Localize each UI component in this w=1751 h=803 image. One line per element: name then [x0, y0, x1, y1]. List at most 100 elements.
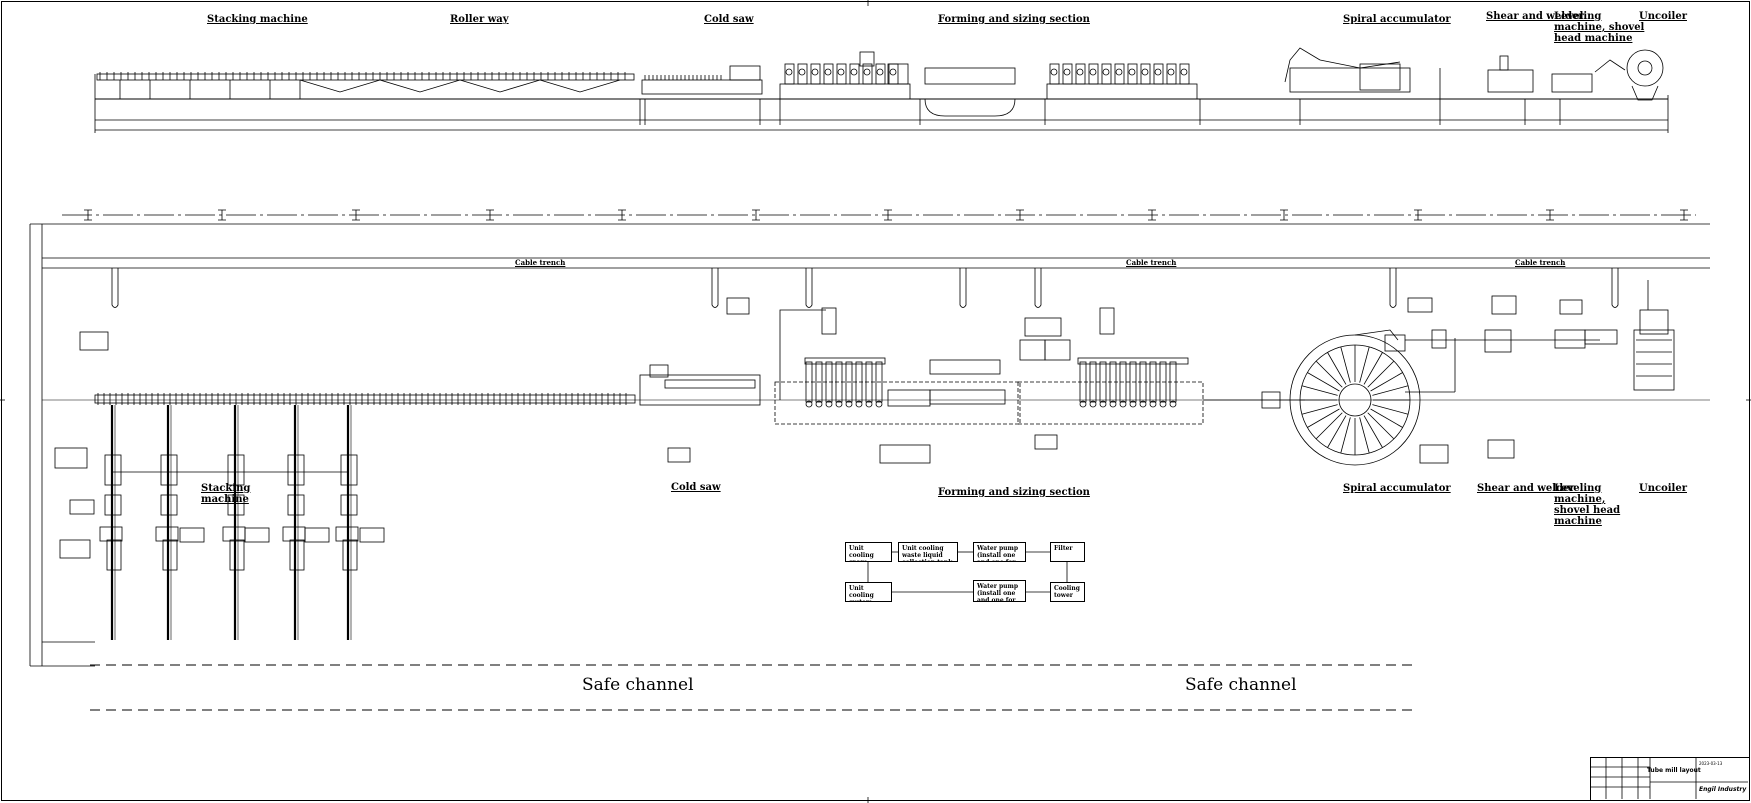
forming-shaft [825, 361, 833, 403]
elev-welding-frame [924, 67, 1016, 85]
elev-welding-pit [924, 98, 1016, 117]
stacking-tray-1 [244, 527, 270, 543]
plan-label-cold-saw: Cold saw [671, 482, 721, 493]
drawing-title: Tube mill layout [1647, 767, 1701, 774]
column-0 [84, 209, 92, 221]
trench-drop-2 [805, 268, 813, 308]
stacking-arm-carriage-2 [229, 539, 245, 571]
sizing-shaft [1079, 361, 1087, 403]
title-block: Tube mill layout 2023-03-13 Engil Indust… [1590, 757, 1750, 801]
forming-roll [875, 400, 883, 408]
stacking-arm-cart-1 [155, 526, 179, 542]
cooling-box-tower: Cooling tower [1050, 582, 1085, 602]
company-name: Engil Industry [1699, 786, 1747, 793]
elev-roller-truss-2 [459, 79, 541, 93]
cable-trench-label-2: Cable trench [1126, 258, 1177, 267]
elev-forming-stand [784, 63, 795, 85]
forming-shaft [875, 361, 883, 403]
sizing-shaft [1159, 361, 1167, 403]
hf-electric-cabinet [1024, 317, 1062, 337]
elev-accumulator-arm [1284, 47, 1321, 83]
forming-section-2 [1017, 381, 1204, 425]
elev-label-uncoiler: Uncoiler [1639, 11, 1687, 22]
elev-label-cold-saw: Cold saw [704, 14, 754, 25]
sizing-shaft [1139, 361, 1147, 403]
elev-label-stacking: Stacking machine [207, 14, 308, 25]
elev-roller-truss-0 [299, 79, 381, 93]
elev-label-roller-way: Roller way [450, 14, 509, 25]
plan-cold-saw-head [649, 364, 669, 378]
forming-shaft [855, 361, 863, 403]
stacking-arm-unit-3 [287, 494, 305, 516]
elev-sizing-roll [1180, 68, 1188, 76]
hf-cabinet-2 [1044, 339, 1071, 361]
elev-sizing-stand [1114, 63, 1125, 85]
uncoiler-head [1639, 309, 1669, 335]
stacking-arm-cart-0 [99, 526, 123, 542]
stacking-arm-unit-4 [340, 494, 358, 516]
forming-heat [929, 389, 1006, 405]
stacking-arm-drive-4 [340, 454, 358, 486]
elev-forming-roll [863, 68, 871, 76]
forming-section-1 [774, 381, 1021, 425]
column-10 [1414, 209, 1422, 221]
accumulator-spoke [1301, 404, 1338, 415]
accumulator-spoke [1363, 415, 1383, 448]
plan-cold-saw-track [664, 379, 756, 389]
welding-control [929, 359, 1001, 375]
accumulator-spoke [1301, 385, 1338, 396]
forming-shaft [865, 361, 873, 403]
hydraulic-station [54, 447, 88, 469]
accumulator-entry-roller [1261, 391, 1281, 409]
column-7 [1016, 209, 1024, 221]
cold-saw-cabinet [726, 297, 750, 315]
accumulator-spoke [1359, 346, 1370, 383]
elev-shear [1487, 69, 1534, 93]
accumulator-spoke [1315, 412, 1343, 440]
column-9 [1280, 209, 1288, 221]
plan-stacking-table [94, 394, 636, 404]
sizing-shaft [1149, 361, 1157, 403]
elev-sizing-stand [1153, 63, 1164, 85]
sizing-roll [1169, 400, 1177, 408]
stacking-arm-unit-1 [160, 494, 178, 516]
accumulator-spoke [1307, 372, 1340, 392]
sizing-shaft [1129, 361, 1137, 403]
forming-shaft [835, 361, 843, 403]
elev-roller-truss-1 [379, 79, 461, 93]
elev-forming-roll [889, 68, 897, 76]
hf-cabinet [1019, 339, 1046, 361]
stacking-tray-3 [359, 527, 385, 543]
accumulator-spoke [1340, 417, 1351, 454]
elev-sizing-roll [1115, 68, 1123, 76]
elev-cold-saw-base [641, 79, 763, 95]
elev-forming-stand [797, 63, 808, 85]
sizing-roll [1099, 400, 1107, 408]
elev-label-forming: Forming and sizing section [938, 14, 1090, 25]
plan-cold-saw [639, 374, 761, 406]
elev-forming-stand [875, 63, 886, 85]
column-2 [352, 209, 360, 221]
accumulator-spoke [1340, 346, 1351, 383]
elev-forming-roll [785, 68, 793, 76]
accumulator-spoke [1315, 360, 1343, 388]
stacking-arm-unit-2 [227, 494, 245, 516]
accumulator-spoke [1370, 372, 1403, 392]
accumulator-spoke [1370, 408, 1403, 428]
elev-forming-base-1 [779, 83, 911, 100]
plan-label-forming: Forming and sizing section [938, 487, 1090, 498]
accumulator-spoke [1367, 412, 1395, 440]
column-8 [1148, 209, 1156, 221]
drawing-date: 2023-03-13 [1699, 761, 1723, 766]
column-11 [1546, 209, 1554, 221]
cable-trench-label-1: Cable trench [515, 258, 566, 267]
plan-label-leveling: Leveling machine, shovel head machine [1554, 483, 1621, 527]
elev-sizing-roll [1128, 68, 1136, 76]
elev-sizing-roll [1089, 68, 1097, 76]
forming-pipe [779, 309, 826, 400]
elev-forming-stand [849, 63, 860, 85]
column-5 [752, 209, 760, 221]
forming-shaft [815, 361, 823, 403]
sizing-roll [1139, 400, 1147, 408]
elev-forming-roll [876, 68, 884, 76]
